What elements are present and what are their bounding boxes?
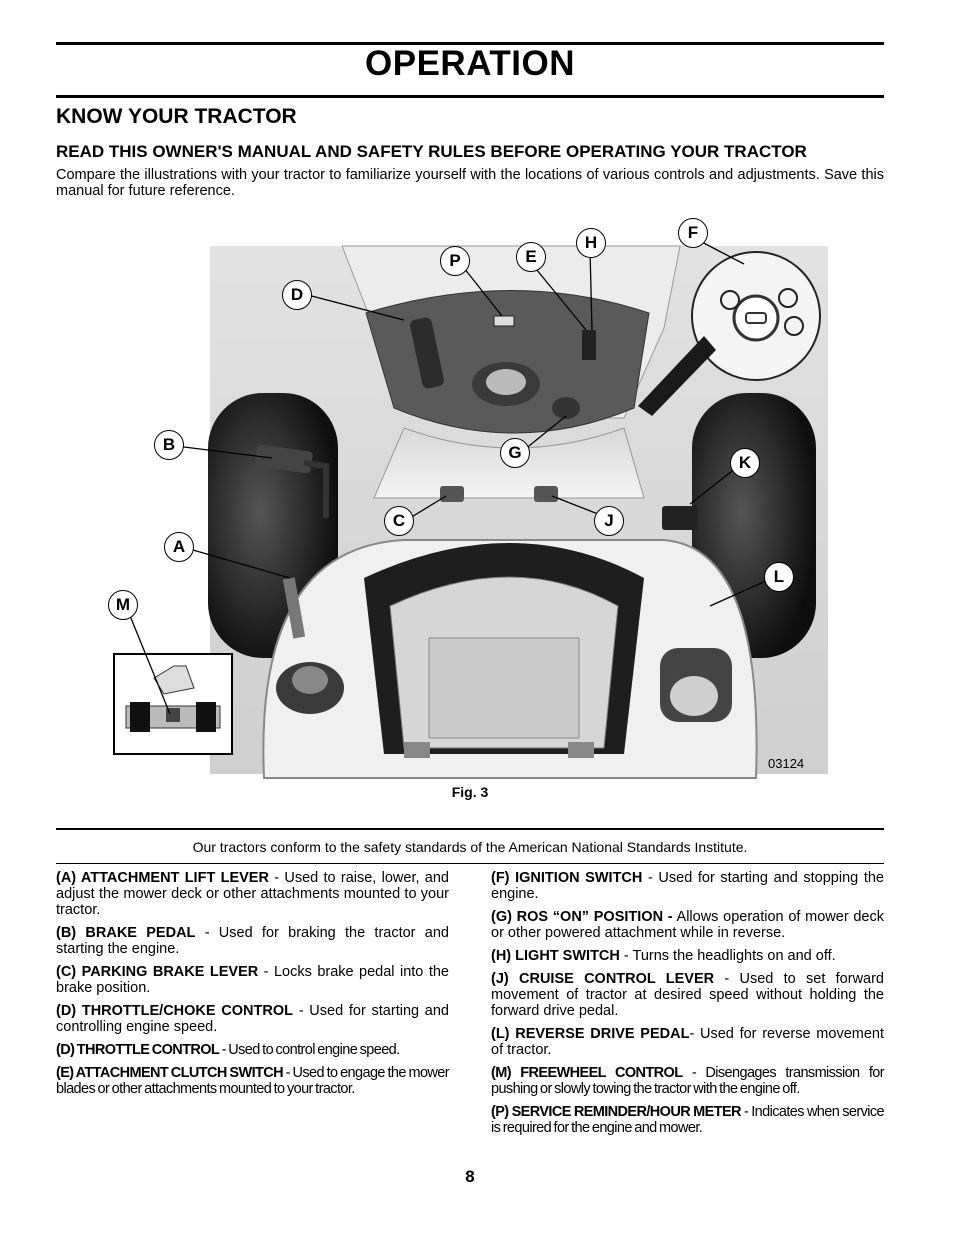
- control-desc-P: (P) SERVICE REMINDER/HOUR METER - Indica…: [491, 1104, 885, 1136]
- callout-M: M: [108, 590, 138, 620]
- control-desc-D-choke: (D) THROTTLE/CHOKE CONTROL - Used for st…: [56, 1003, 449, 1035]
- control-desc-M: (M) FREEWHEEL CONTROL - Disengages trans…: [491, 1065, 885, 1097]
- control-desc-H: (H) LIGHT SWITCH - Turns the headlights …: [491, 948, 836, 964]
- image-code: 03124: [768, 756, 805, 771]
- control-desc-J: (J) CRUISE CONTROL LEVER - Used to set f…: [491, 971, 885, 1019]
- control-desc-L: (L) REVERSE DRIVE PEDAL- Used for revers…: [491, 1026, 884, 1058]
- section-heading: KNOW YOUR TRACTOR: [56, 105, 297, 128]
- control-desc-B: (B) BRAKE PEDAL - Used for braking the t…: [56, 925, 449, 957]
- callout-B: B: [154, 430, 184, 460]
- safety-subheading: READ THIS OWNER'S MANUAL AND SAFETY RULE…: [56, 142, 807, 161]
- title-rule: [56, 95, 884, 98]
- control-desc-E: (E) ATTACHMENT CLUTCH SWITCH - Used to e…: [56, 1065, 450, 1097]
- callout-E: E: [516, 242, 546, 272]
- control-desc-D-throttle: (D) THROTTLE CONTROL - Used to control e…: [56, 1042, 400, 1058]
- callout-A: A: [164, 532, 194, 562]
- control-desc-A: (A) ATTACHMENT LIFT LEVER - Used to rais…: [56, 870, 449, 918]
- callout-K: K: [730, 448, 760, 478]
- control-desc-G: (G) ROS “ON” POSITION - Allows operation…: [491, 909, 884, 941]
- control-desc-F: (F) IGNITION SWITCH - Used for starting …: [491, 870, 884, 902]
- callout-G: F: [678, 218, 708, 248]
- callout-H: H: [576, 228, 606, 258]
- ansi-conformance-note: Our tractors conform to the safety stand…: [192, 839, 748, 855]
- callout-C: C: [384, 506, 414, 536]
- callout-J: J: [594, 506, 624, 536]
- callout-P: P: [440, 246, 470, 276]
- intro-paragraph: Compare the illustrations with your trac…: [56, 167, 884, 199]
- tractor-figure: P E H F D B G K C J A L M 03124: [104, 218, 834, 780]
- divider-rule: [56, 828, 884, 830]
- tractor-illustration: [113, 237, 828, 779]
- figure-caption: Fig. 3: [451, 784, 489, 800]
- control-desc-C: (C) PARKING BRAKE LEVER - Locks brake pe…: [56, 964, 449, 996]
- controls-list-left: (A) ATTACHMENT LIFT LEVER - Used to rais…: [56, 870, 450, 1104]
- page-title: OPERATION: [365, 44, 575, 83]
- callout-L: L: [764, 562, 794, 592]
- callout-D: D: [282, 280, 312, 310]
- controls-list-right: (F) IGNITION SWITCH - Used for starting …: [491, 870, 885, 1143]
- page-number: 8: [465, 1167, 475, 1186]
- divider-rule-thin: [56, 863, 884, 864]
- top-rule: [56, 42, 884, 45]
- callout-F: G: [500, 438, 530, 468]
